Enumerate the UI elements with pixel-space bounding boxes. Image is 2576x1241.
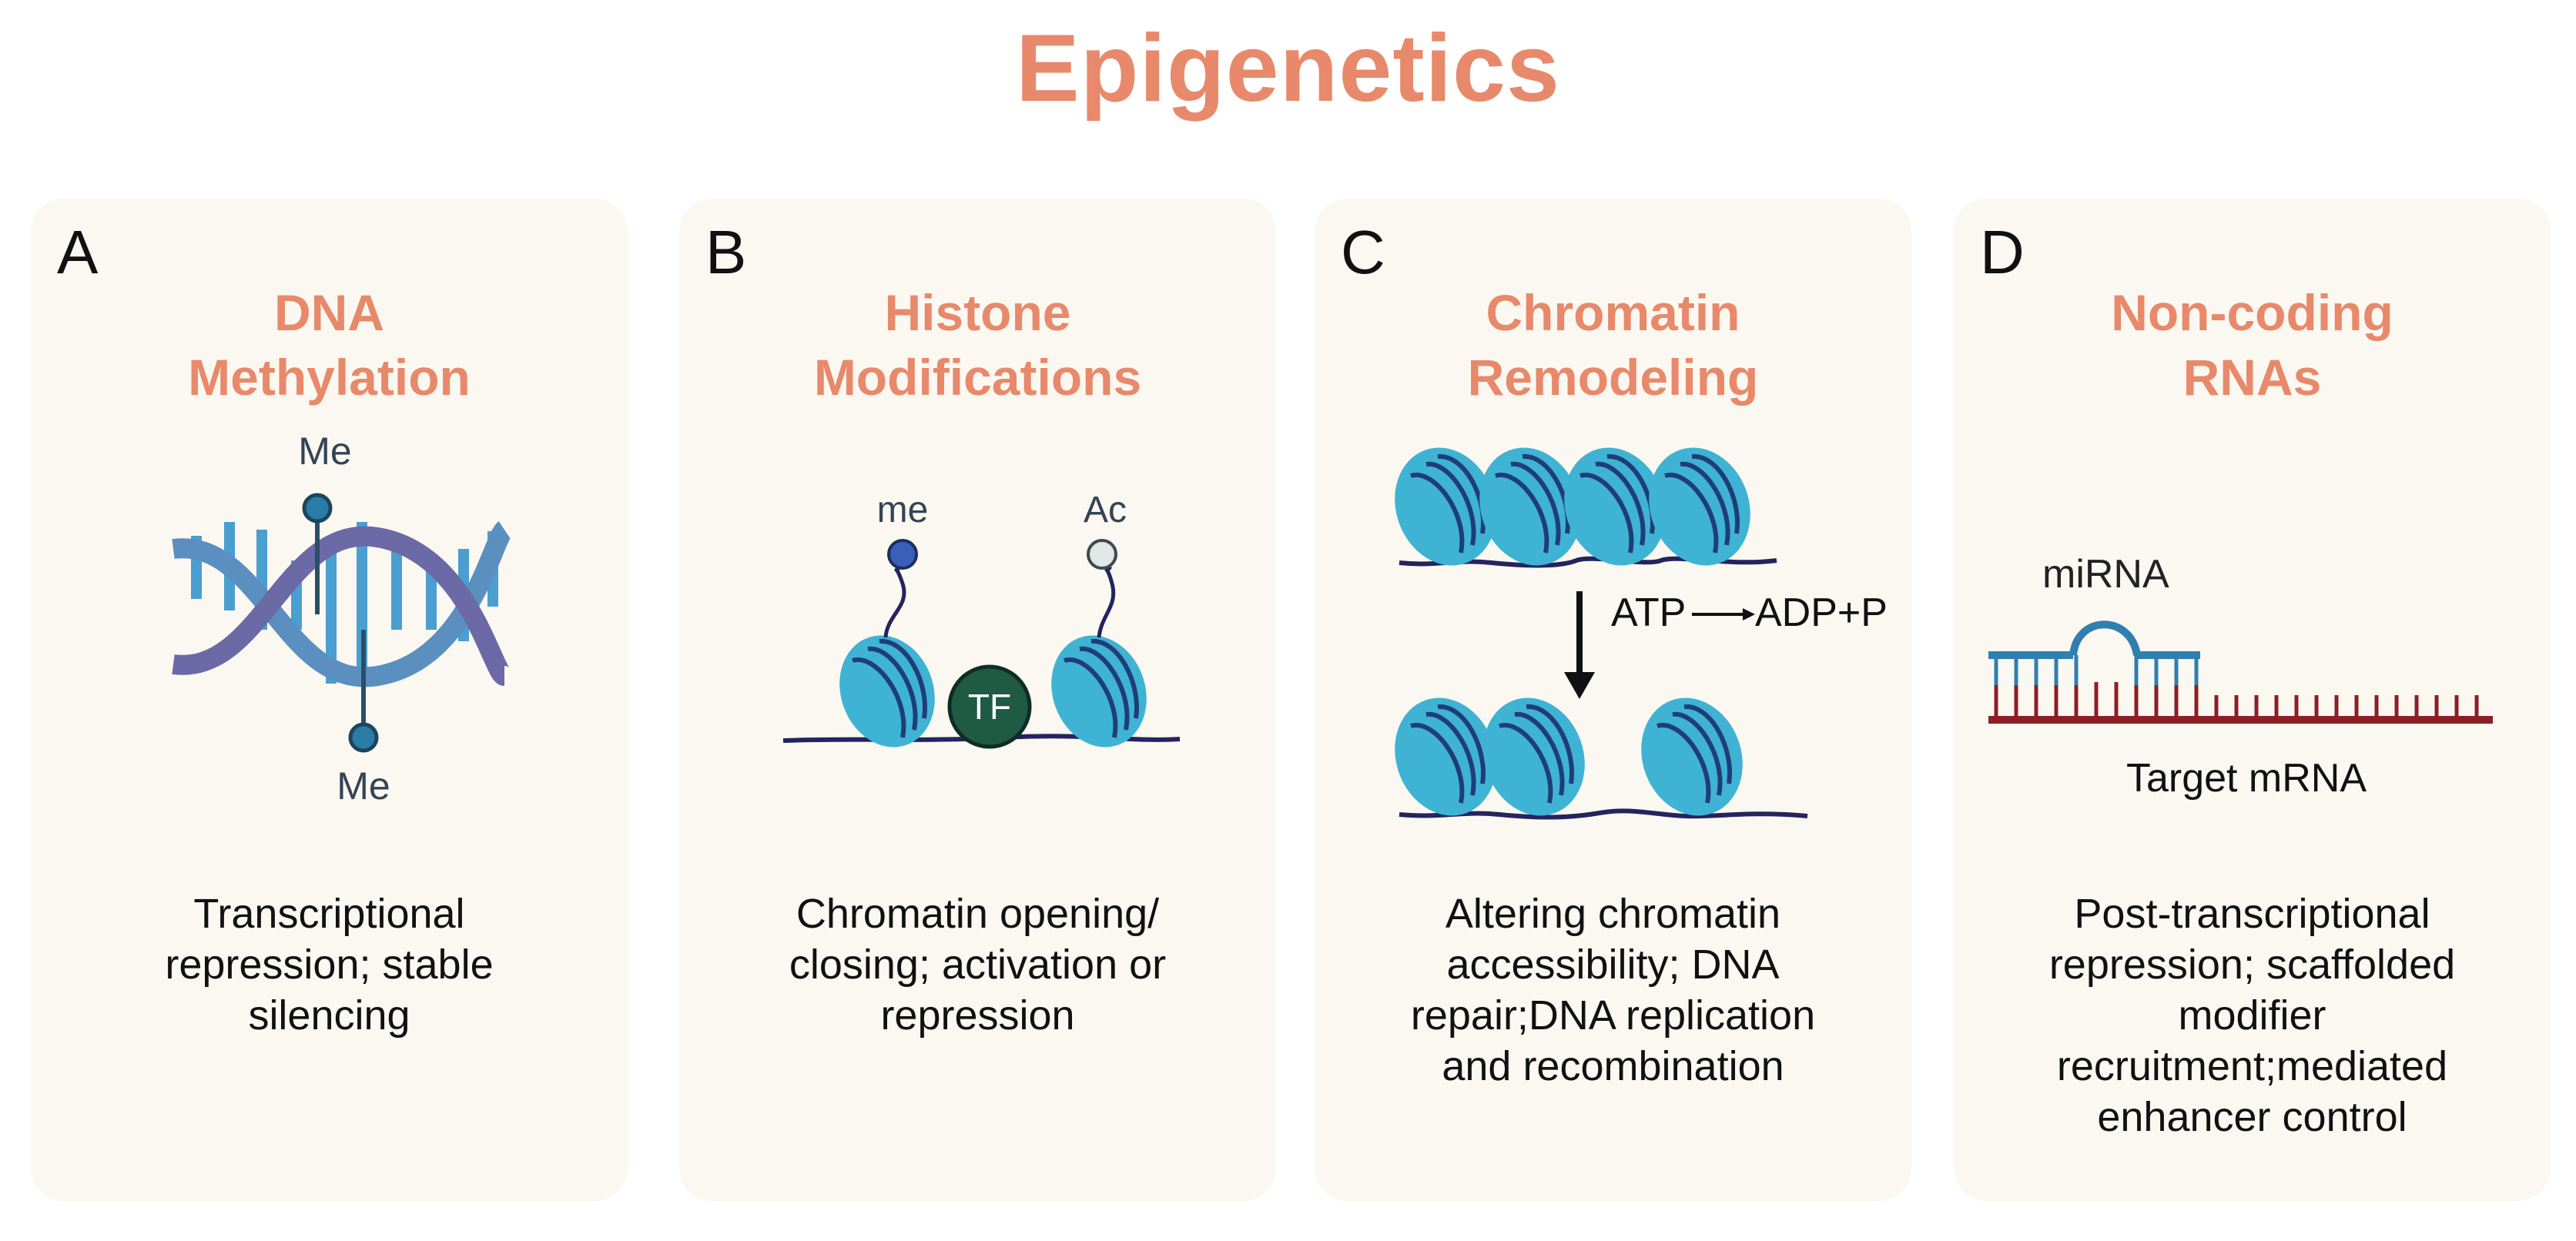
panel-title-line: DNA — [274, 284, 384, 341]
methyl-mark — [887, 539, 918, 570]
nucleosome — [1467, 684, 1601, 830]
target-mrna-label: Target mRNA — [2126, 756, 2367, 801]
transcription-factor — [947, 664, 1032, 749]
methyl-group-bottom — [348, 722, 379, 753]
me-label-top: Me — [298, 430, 351, 473]
panel-title-line: RNAs — [2182, 349, 2322, 406]
desc-line: and recombination — [1442, 1043, 1784, 1089]
panel-description: Transcriptional repression; stable silen… — [31, 888, 628, 1041]
acetyl-mark — [1087, 539, 1117, 570]
panel-title-line: Remodeling — [1467, 349, 1759, 406]
desc-line: Transcriptional — [193, 891, 465, 937]
panel-title-line: Chromatin — [1486, 284, 1740, 341]
desc-line: repression; stable — [165, 942, 494, 988]
desc-line: closing; activation or — [789, 942, 1167, 988]
panel-title: Chromatin Remodeling — [1315, 280, 1911, 410]
mirna-label: miRNA — [2042, 552, 2169, 597]
me-label-bottom: Me — [337, 764, 390, 808]
dna-strand-bottom — [1399, 808, 1808, 820]
adp-label: ADP+P — [1755, 590, 1888, 635]
nucleosome — [1625, 684, 1759, 830]
desc-line: repression; scaffolded — [2048, 942, 2456, 988]
me-label: me — [877, 490, 929, 530]
desc-line: silencing — [248, 992, 410, 1039]
panel-histone-modifications: B Histone Modifications me Ac TF Ch — [679, 199, 1276, 1201]
atp-label: ATP — [1611, 590, 1686, 635]
panel-chromatin-remodeling: C Chromatin Remodeling ATP ADP+P — [1315, 199, 1911, 1201]
histone-modification-illustration: me Ac TF — [782, 490, 1181, 749]
methyl-group-top — [302, 493, 333, 523]
nucleosome — [1633, 433, 1767, 580]
panel-title-line: Modifications — [813, 349, 1142, 406]
panel-title: Non-coding RNAs — [1954, 280, 2551, 410]
panel-letter: C — [1341, 218, 1385, 286]
desc-line: repair;DNA replication — [1410, 992, 1816, 1039]
dna-methylation-illustration: Me Me — [172, 430, 512, 808]
desc-line: recruitment;mediated — [2056, 1043, 2448, 1089]
panel-letter: B — [705, 218, 747, 286]
panel-title-line: Histone — [884, 284, 1071, 341]
nucleosome-left — [839, 635, 935, 748]
desc-line: enhancer control — [2097, 1094, 2407, 1140]
desc-line: accessibility; DNA — [1446, 942, 1780, 988]
nucleosome-right — [1051, 635, 1147, 748]
panel-description: Post-transcriptional repression; scaffol… — [1954, 888, 2551, 1142]
panel-dna-methylation: A DNA Methylation Me Me Transcripti — [31, 199, 628, 1201]
mrna-bases — [1994, 682, 2479, 720]
panel-title-line: Non-coding — [2111, 284, 2393, 341]
non-coding-rna-illustration: miRNA Target mRNA — [1988, 552, 2493, 801]
panel-description: Altering chromatin accessibility; DNA re… — [1315, 888, 1911, 1092]
desc-line: repression — [880, 992, 1075, 1039]
desc-line: Post-transcriptional — [2074, 891, 2430, 937]
chromatin-remodeling-illustration: ATP ADP+P — [1315, 199, 1888, 1201]
panel-description: Chromatin opening/ closing; activation o… — [679, 888, 1276, 1041]
dna-backbone-purple — [172, 526, 511, 686]
desc-line: modifier — [2178, 992, 2326, 1039]
panel-non-coding-rnas: D Non-coding RNAs miRNA Target mRNA Post… — [1954, 199, 2551, 1201]
panel-title-line: Methylation — [188, 349, 471, 406]
page-title: Epigenetics — [1016, 15, 1560, 122]
mirna-bases — [1994, 655, 2199, 685]
panel-letter: D — [1980, 218, 2025, 286]
tf-label: TF — [968, 687, 1011, 727]
panel-letter: A — [57, 218, 99, 286]
dna-backbone-blue — [172, 521, 512, 687]
ac-label: Ac — [1084, 490, 1127, 530]
panel-title: DNA Methylation — [31, 280, 628, 410]
mirna-bulge — [2069, 620, 2141, 657]
panel-title: Histone Modifications — [679, 280, 1276, 410]
desc-line: Chromatin opening/ — [796, 891, 1160, 937]
desc-line: Altering chromatin — [1445, 891, 1781, 937]
